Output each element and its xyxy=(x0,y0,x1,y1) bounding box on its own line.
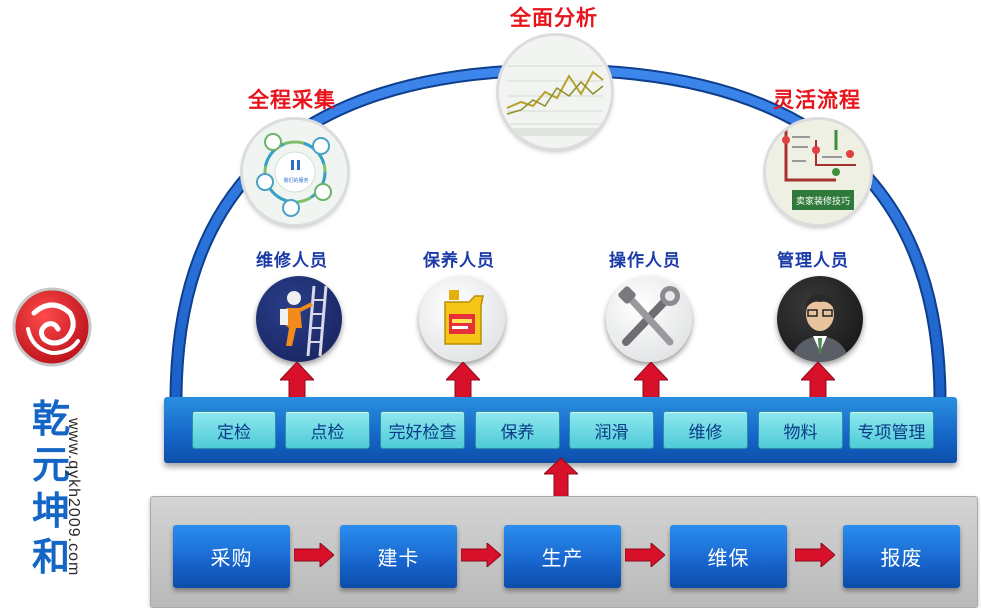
right-arrow-1 xyxy=(294,543,334,567)
right-arrow-4 xyxy=(795,543,835,567)
up-arrow-1 xyxy=(280,362,314,402)
right-arrow-2 xyxy=(461,543,501,567)
network-icon xyxy=(243,120,347,224)
role-label-operator: 操作人员 xyxy=(609,251,681,271)
flow-thumbnail-banner: 卖家装修技巧 xyxy=(796,197,851,207)
oil-bottle-icon xyxy=(419,276,505,362)
task-periodic-inspection: 定检 xyxy=(192,411,276,449)
task-condition-check: 完好检查 xyxy=(380,411,465,449)
tools-icon xyxy=(606,276,692,362)
title-flow: 灵活流程 xyxy=(773,88,861,112)
title-analysis: 全面分析 xyxy=(510,6,598,30)
step-create-card: 建卡 xyxy=(340,525,457,588)
step-scrap: 报废 xyxy=(843,525,960,588)
repair-worker-icon xyxy=(256,276,342,362)
task-repair: 维修 xyxy=(663,411,748,449)
collect-thumbnail-text: 我们的服务 xyxy=(283,178,309,184)
step-purchase: 采购 xyxy=(173,525,290,588)
role-label-maintenance: 保养人员 xyxy=(423,251,495,271)
step-maintain: 维保 xyxy=(670,525,787,588)
line-chart-icon xyxy=(499,36,611,148)
role-label-repair: 维修人员 xyxy=(256,251,328,271)
flowchart-icon xyxy=(766,120,870,224)
step-production: 生产 xyxy=(504,525,621,588)
role-label-manager: 管理人员 xyxy=(777,251,849,271)
analysis-thumbnail xyxy=(499,36,611,148)
up-arrow-4 xyxy=(801,362,835,402)
flow-thumbnail: 卖家装修技巧 xyxy=(766,120,870,224)
up-arrow-2 xyxy=(446,362,480,402)
task-maintenance: 保养 xyxy=(475,411,560,449)
task-lubrication: 润滑 xyxy=(569,411,654,449)
manager-avatar-icon xyxy=(777,276,863,362)
task-spot-check: 点检 xyxy=(285,411,370,449)
collect-thumbnail: 我们的服务 xyxy=(243,120,347,224)
brand-url: www.qykh2009.com xyxy=(65,418,82,577)
right-arrow-3 xyxy=(625,543,665,567)
brand-logo-icon xyxy=(12,287,92,367)
task-materials: 物料 xyxy=(758,411,843,449)
task-special-management: 专项管理 xyxy=(849,411,934,449)
up-arrow-3 xyxy=(634,362,668,402)
title-collect: 全程采集 xyxy=(248,88,336,112)
brand-name: 乾元坤和 xyxy=(31,397,70,579)
